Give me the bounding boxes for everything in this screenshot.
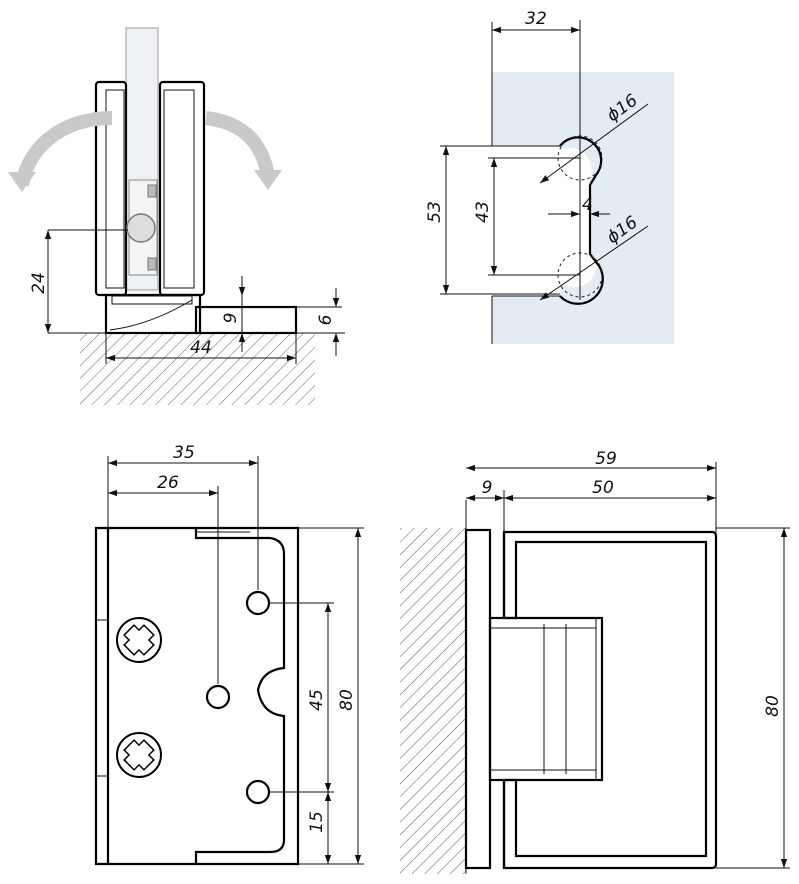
screw-head-icon [116,732,162,778]
hinge-body [94,80,206,297]
dim-4: 4 [548,195,610,218]
hinge-plate [94,526,300,866]
glass-panel-area [492,72,674,344]
glass-cutout-view: 32 53 43 4 ϕ16 ϕ16 [425,9,674,344]
dim-label: 80 [337,689,357,711]
dim-50: 50 [504,478,716,502]
pivot-block [488,616,604,782]
section-view: 59 9 50 80 [400,449,790,874]
dim-label: 53 [425,201,445,223]
dim-label: 9 [221,313,241,324]
dim-32: 32 [491,9,580,72]
dim-label: 32 [525,9,547,29]
dim-label: 15 [307,811,327,833]
dim-59: 59 [466,449,717,532]
dim-80-section: 80 [716,527,790,869]
dim-24: 24 [29,229,128,333]
dim-15: 15 [307,792,332,864]
wall-hatch [400,528,466,874]
dim-9-section: 9 [466,478,505,532]
base-plate [104,293,298,335]
hinge-body-section [502,530,718,870]
mount-hole [245,590,271,616]
side-view: 24 9 6 44 [8,27,345,405]
dim-43: 43 [473,157,580,276]
dim-label: 6 [316,314,336,325]
dim-label: 59 [595,449,617,469]
dim-44: 44 [105,333,297,364]
dim-label: 24 [29,272,49,294]
dim-label: 44 [190,338,212,358]
dim-6: 6 [296,288,342,356]
rotation-arrow-left-icon [15,111,113,187]
cutout-profile [194,528,286,864]
dim-label: 80 [763,695,783,717]
dim-26: 26 [108,473,219,684]
floor-hatch [48,332,345,405]
dim-35: 35 [107,443,259,590]
mount-hole [205,684,231,710]
dim-label: 35 [173,443,195,463]
dim-label: 9 [482,478,493,498]
dim-label: 26 [157,473,179,493]
dim-label: 50 [592,478,614,498]
front-view: 35 26 45 80 15 [94,443,364,866]
dim-label: 43 [473,201,493,223]
pivot-circle [126,213,156,243]
dim-label: 4 [582,195,593,215]
screw-head-icon [116,617,162,663]
mount-hole [245,779,271,805]
dim-9: 9 [221,276,246,352]
dim-45: 45 [270,602,334,793]
rotation-arrow-right-icon [204,111,275,178]
wall-plate [464,528,492,870]
dim-label: 45 [307,689,327,711]
dim-80-front: 80 [298,527,364,865]
